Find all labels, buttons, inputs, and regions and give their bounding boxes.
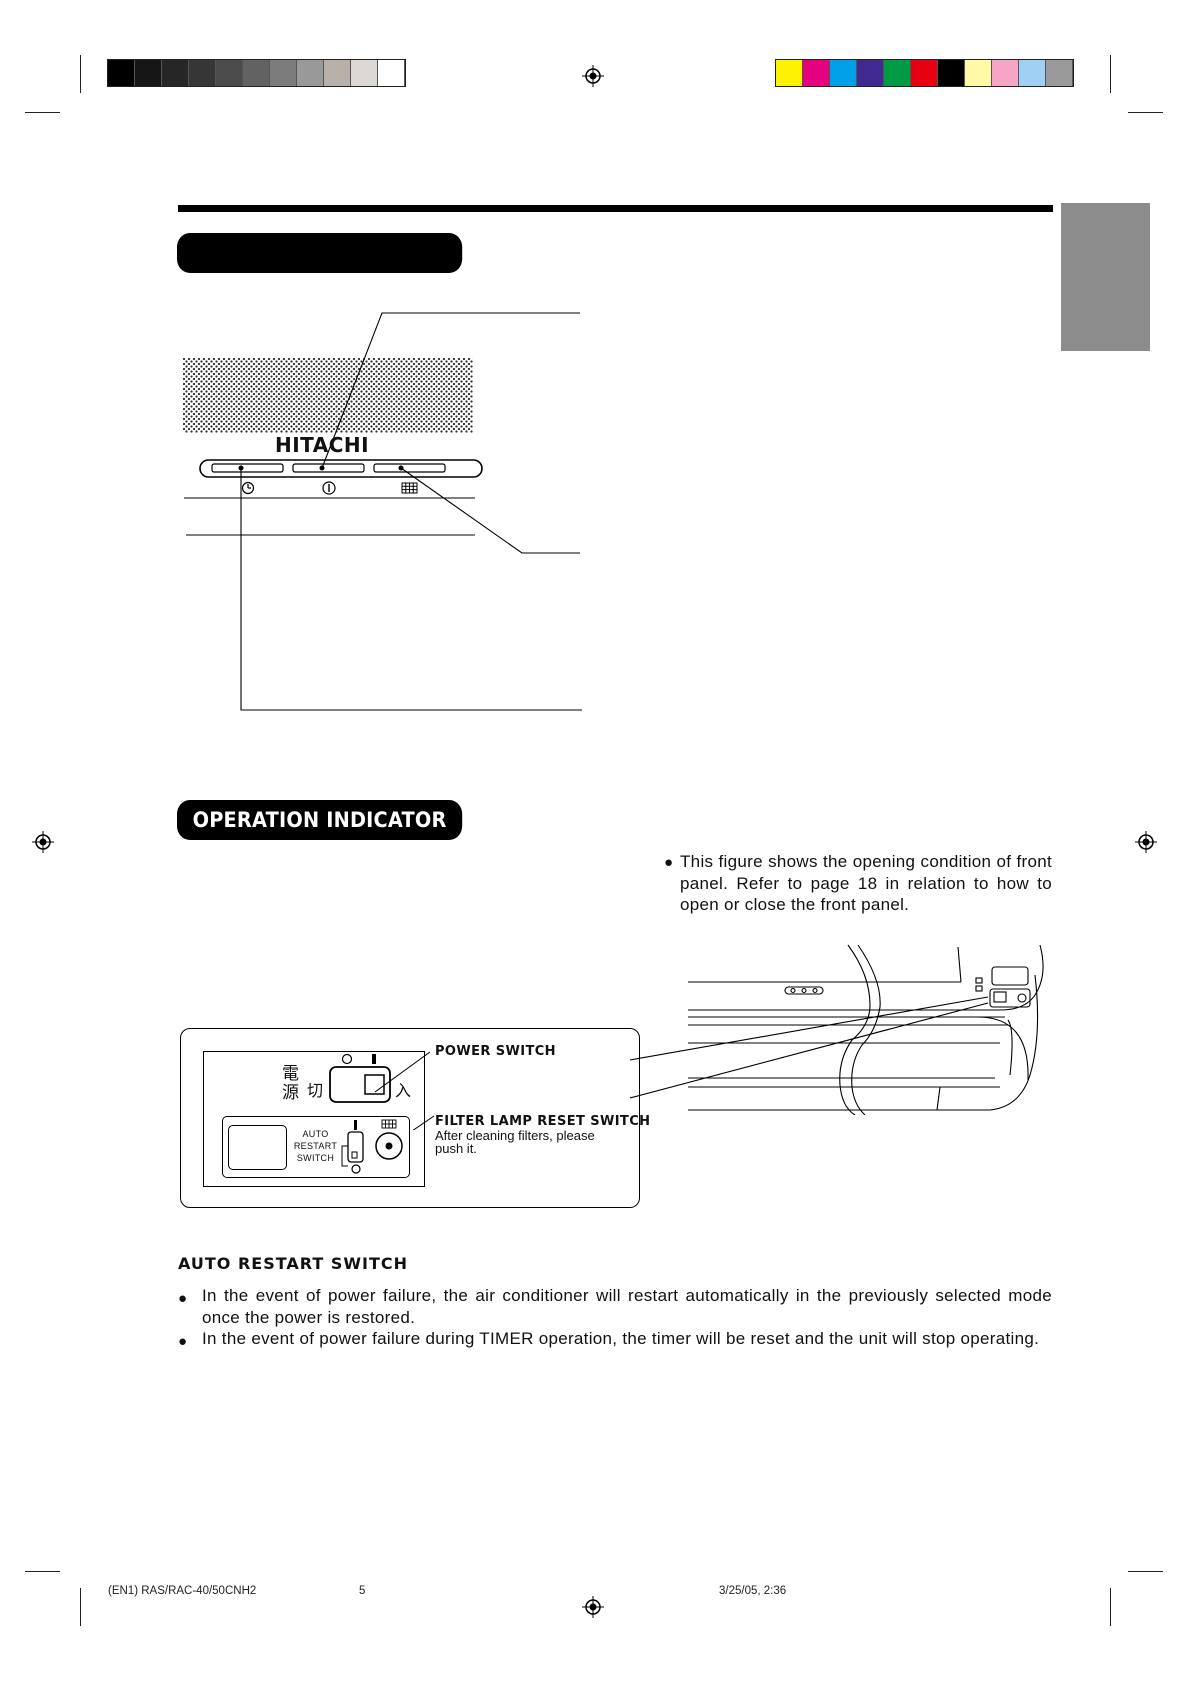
bullet-icon: ●	[178, 1290, 188, 1307]
filter-icon	[381, 1119, 397, 1129]
registration-mark	[1135, 831, 1157, 853]
footer-doc-code: (EN1) RAS/RAC-40/50CNH2	[108, 1585, 257, 1597]
kanji-power-2: 源	[282, 1083, 299, 1103]
auto-restart-panel	[222, 1116, 410, 1178]
gray-color-bar	[107, 59, 406, 87]
kanji-power: 電 源	[282, 1065, 299, 1103]
bullet-icon: ●	[178, 1333, 188, 1350]
gray-swatch	[162, 60, 189, 86]
filter-lamp	[373, 463, 446, 473]
switch-callout-box	[180, 1028, 640, 1208]
side-tab	[1061, 203, 1150, 351]
registration-mark	[582, 65, 604, 87]
indoor-unit-open-illustration	[630, 944, 1044, 1115]
auto-restart-bullet-2: In the event of power failure during TIM…	[202, 1329, 1040, 1348]
section-heading-indoor-panel	[177, 233, 463, 273]
crop-mark	[25, 1571, 60, 1572]
process-color-bar	[775, 59, 1074, 87]
bullet-icon: ●	[664, 854, 674, 871]
kanji-power-1: 電	[282, 1064, 299, 1084]
color-swatch	[830, 60, 857, 86]
crop-mark	[80, 55, 81, 93]
crop-mark	[80, 1588, 81, 1626]
filter-lamp-reset-button[interactable]	[370, 1118, 410, 1176]
color-swatch	[992, 60, 1019, 86]
gray-swatch	[243, 60, 270, 86]
color-swatch	[803, 60, 830, 86]
brand-logo: HITACHI	[275, 433, 370, 457]
auto-restart-window	[228, 1125, 287, 1170]
timer-icon	[241, 481, 255, 495]
kanji-off: 切	[307, 1081, 324, 1100]
registration-mark	[582, 1596, 604, 1618]
footer-page-number: 5	[359, 1585, 366, 1597]
color-swatch	[884, 60, 911, 86]
footer-timestamp: 3/25/05, 2:36	[719, 1585, 787, 1597]
power-icon	[322, 481, 336, 495]
gray-swatch	[378, 60, 405, 86]
indoor-unit-panel-diagram	[183, 312, 582, 711]
auto-restart-switch-label: AUTO RESTART SWITCH	[293, 1129, 338, 1163]
crop-mark	[1128, 112, 1163, 113]
filter-icon	[401, 482, 418, 494]
grille-area	[183, 358, 473, 433]
timer-lamp	[211, 463, 284, 473]
kanji-on: 入	[395, 1081, 412, 1100]
filter-lamp-reset-label: FILTER LAMP RESET SWITCH	[435, 1114, 651, 1129]
color-swatch	[1019, 60, 1046, 86]
color-swatch	[1046, 60, 1073, 86]
section-heading-operation-indicator: OPERATION INDICATOR	[177, 800, 463, 840]
power-switch-label: POWER SWITCH	[435, 1044, 556, 1059]
callout-leaders	[374, 1051, 435, 1130]
gray-swatch	[297, 60, 324, 86]
gray-swatch	[324, 60, 351, 86]
top-rule	[178, 205, 1053, 212]
gray-swatch	[189, 60, 216, 86]
crop-mark	[1128, 1571, 1163, 1572]
gray-swatch	[216, 60, 243, 86]
color-swatch	[911, 60, 938, 86]
gray-swatch	[351, 60, 378, 86]
gray-swatch	[135, 60, 162, 86]
operation-lamp	[292, 463, 365, 473]
switch-panel-outline	[203, 1051, 425, 1187]
crop-mark	[1110, 55, 1111, 93]
color-swatch	[857, 60, 884, 86]
gray-swatch	[108, 60, 135, 86]
auto-restart-bullet-1: In the event of power failure, the air c…	[202, 1286, 1052, 1327]
filter-lamp-reset-description: After cleaning filters, please push it.	[435, 1128, 595, 1156]
color-swatch	[965, 60, 992, 86]
color-swatch	[938, 60, 965, 86]
gray-swatch	[270, 60, 297, 86]
auto-restart-toggle[interactable]	[338, 1118, 368, 1176]
crop-mark	[25, 112, 60, 113]
registration-mark	[32, 831, 54, 853]
color-swatch	[776, 60, 803, 86]
crop-mark	[1110, 1588, 1111, 1626]
auto-restart-title: AUTO RESTART SWITCH	[178, 1254, 409, 1273]
front-panel-note: This figure shows the opening condition …	[680, 852, 1052, 914]
